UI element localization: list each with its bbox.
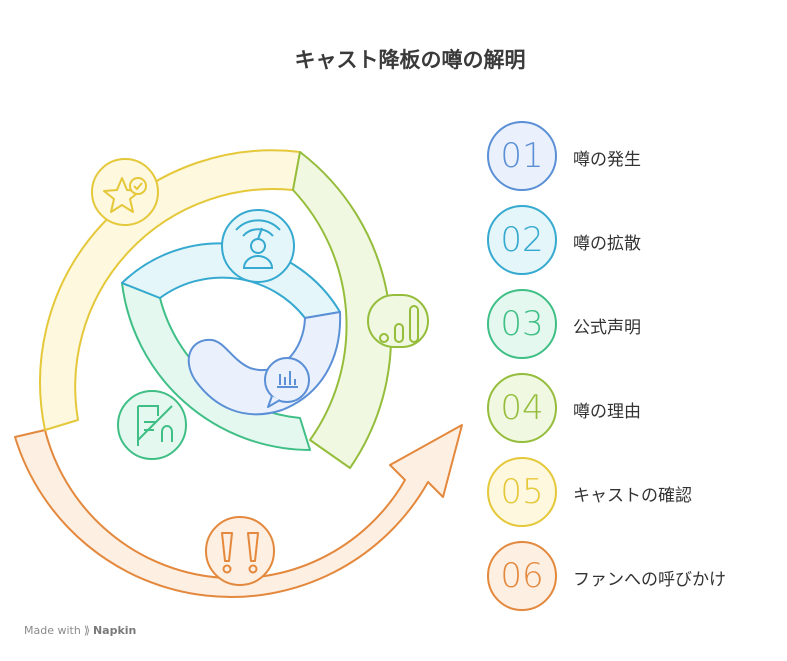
page-title: キャスト降板の噂の解明 bbox=[294, 48, 526, 72]
signal-bars-icon bbox=[367, 294, 429, 348]
step-item-02: 02 噂の拡散 bbox=[487, 205, 787, 279]
step-item-01: 01 噂の発生 bbox=[487, 121, 787, 195]
broadcast-person-icon bbox=[221, 209, 295, 283]
step-item-04: 04 噂の理由 bbox=[487, 373, 787, 447]
segment-3-ring bbox=[121, 282, 311, 451]
step-label: ファンへの呼びかけ bbox=[573, 570, 726, 590]
step-number-badge: 05 bbox=[487, 457, 557, 527]
brand-name: Napkin bbox=[92, 624, 137, 637]
step-item-05: 05 キャストの確認 bbox=[487, 457, 787, 531]
segment-5-ring bbox=[39, 149, 301, 431]
statement-document-icon bbox=[117, 390, 187, 460]
footer-watermark: Made with ⟫ Napkin bbox=[24, 624, 136, 637]
star-check-icon bbox=[91, 158, 159, 226]
napkin-logo-icon: ⟫ bbox=[83, 624, 90, 637]
segment-6-arrow bbox=[14, 424, 463, 598]
step-label: 噂の発生 bbox=[573, 150, 641, 170]
made-with-text: Made with bbox=[24, 624, 81, 637]
step-item-03: 03 公式声明 bbox=[487, 289, 787, 363]
step-label: キャストの確認 bbox=[573, 486, 692, 506]
step-label: 噂の拡散 bbox=[573, 234, 641, 254]
bar-chart-speech-icon bbox=[264, 357, 310, 408]
step-number-badge: 03 bbox=[487, 289, 557, 359]
exclamation-icon bbox=[205, 516, 275, 586]
segment-1-curl bbox=[187, 311, 342, 416]
step-number-badge: 06 bbox=[487, 541, 557, 611]
step-number-badge: 04 bbox=[487, 373, 557, 443]
step-number-badge: 01 bbox=[487, 121, 557, 191]
segment-4-ring bbox=[292, 151, 393, 469]
step-label: 公式声明 bbox=[573, 318, 641, 338]
step-item-06: 06 ファンへの呼びかけ bbox=[487, 541, 787, 615]
step-label: 噂の理由 bbox=[573, 402, 641, 422]
step-number-badge: 02 bbox=[487, 205, 557, 275]
